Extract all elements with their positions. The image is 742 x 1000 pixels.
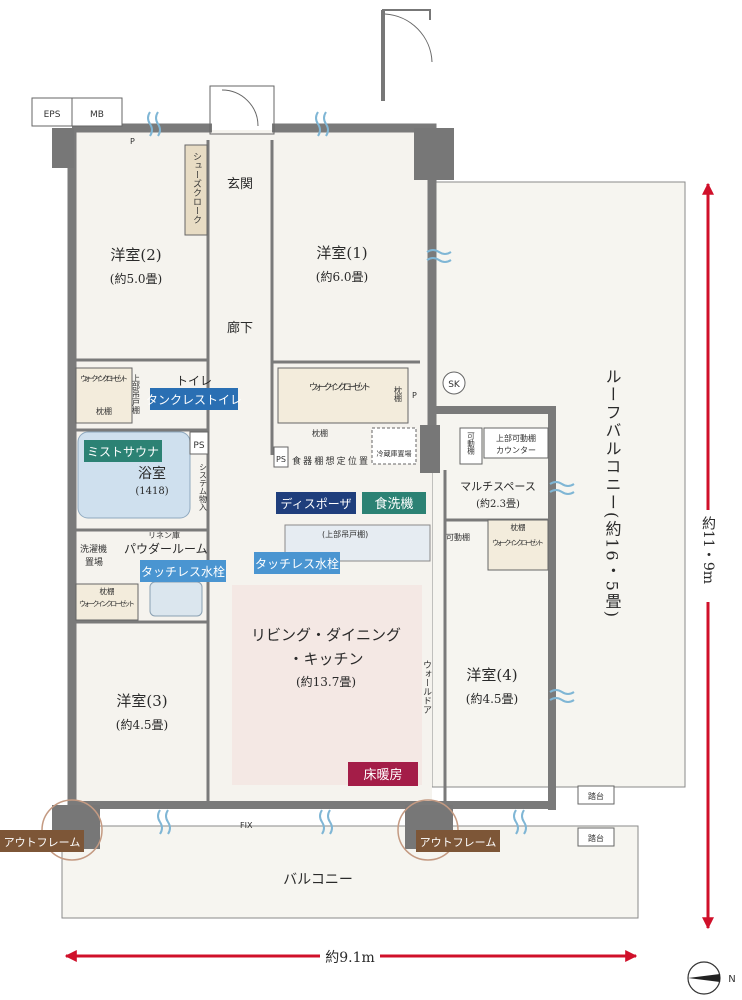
fridge-space	[371, 427, 417, 465]
washbasin	[149, 581, 203, 617]
shelf-label-4: 枕棚	[511, 522, 526, 532]
ldk-name-line1: リビング・ダイニング	[251, 626, 401, 644]
fix-label: FIX	[240, 821, 253, 830]
compass-north-icon: N	[728, 974, 735, 985]
linen-label: リネン庫	[148, 530, 180, 540]
ps-label-2: PS	[276, 455, 286, 464]
bath-name: 浴室	[138, 465, 166, 482]
wall-door-label: ウォールドア	[421, 660, 432, 714]
bedroom1-area: (約6.0畳)	[316, 269, 368, 284]
width-dimension-label: 約9.1m	[325, 950, 375, 966]
shelf-label-1: 枕棚	[312, 428, 328, 438]
mist-sauna-tag: ミストサウナ	[87, 445, 159, 459]
floor-heating-tag: 床暖房	[363, 767, 402, 783]
fridge-label: 冷蔵庫置場	[377, 449, 412, 458]
p-label-2: P	[412, 391, 417, 400]
system-storage-label: システム物入	[199, 463, 208, 511]
shelf-label-2: 枕棚	[96, 406, 112, 416]
upper-movable-label: 上部可動棚	[496, 433, 536, 443]
p-label-1: P	[130, 137, 135, 146]
bedroom3-area: (約4.5畳)	[116, 717, 168, 732]
touchless-faucet-tag-2: タッチレス水栓	[255, 556, 339, 571]
eps-mb-box	[31, 97, 123, 127]
ps-label-1: PS	[193, 441, 204, 451]
wic-bedroom2	[75, 367, 133, 424]
entrance-door-swing	[221, 89, 259, 127]
mb-label: MB	[90, 110, 104, 120]
wic-bedroom3	[75, 583, 139, 621]
counter-label: カウンター	[496, 446, 536, 455]
wic2-label: ウォークインクローゼット	[80, 373, 128, 383]
dish-rack-label: 食器棚想定位置	[292, 455, 368, 467]
wic-bedroom4	[487, 519, 549, 571]
ldk-floor-heating-area	[232, 585, 422, 785]
compass: N	[687, 961, 736, 995]
movable-shelf-label-1: 可動棚	[466, 432, 475, 456]
touchless-faucet-tag-1: タッチレス水栓	[141, 564, 225, 579]
bedroom4-area: (約4.5畳)	[466, 691, 518, 706]
bedroom1-name: 洋室(1)	[316, 244, 367, 262]
washer-label-1: 洗濯機	[80, 543, 107, 555]
shelf-label-3: 枕棚	[100, 586, 115, 596]
bath-size: (1418)	[135, 486, 168, 497]
toilet-label: トイレ	[176, 374, 212, 388]
out-frame-tag-2: アウトフレーム	[420, 836, 497, 849]
floor-areas	[61, 130, 686, 919]
column-mid-right	[420, 425, 440, 473]
balcony-label: バルコニー	[283, 872, 353, 888]
ldk-name-line2: ・キッチン	[288, 650, 363, 668]
wic3-label: ウォークインクローゼット	[79, 599, 135, 608]
bedroom2-area: (約5.0畳)	[110, 271, 162, 286]
roof-balcony-label: ルーフバルコニー(約16・5畳)	[603, 368, 622, 619]
dishwasher-tag: 食洗機	[374, 496, 413, 512]
wic-bedroom1	[277, 367, 409, 424]
wic4-label: ウォークインクローゼット	[492, 538, 544, 547]
shelf-label-1b: 枕棚	[394, 385, 403, 403]
tankless-toilet-tag: タンクレストイレ	[146, 393, 242, 407]
column-top-left	[52, 128, 74, 168]
multi-area: (約2.3畳)	[476, 497, 520, 510]
washer-label-2: 置場	[85, 556, 103, 568]
out-frame-tag-1: アウトフレーム	[4, 836, 81, 849]
upper-cabinet-kitchen-label: (上部吊戸棚)	[322, 529, 368, 539]
multi-name: マルチスペース	[460, 480, 536, 493]
powder-label: パウダールーム	[124, 541, 208, 556]
bedroom3-name: 洋室(3)	[116, 692, 167, 710]
eps-label: EPS	[44, 110, 61, 120]
wic1-label: ウォークインクローゼット	[309, 381, 371, 393]
column-top-right	[414, 128, 454, 180]
step-label-2: 踏台	[588, 833, 604, 843]
shoe-closet	[184, 144, 208, 236]
step-label-1: 踏台	[588, 791, 604, 801]
movable-shelf-label-2: 可動棚	[446, 532, 470, 542]
sk-circle	[442, 371, 466, 395]
disposer-tag: ディスポーザ	[281, 496, 352, 511]
height-dimension-label: 約11・9m	[700, 516, 716, 584]
corridor-label: 廊下	[227, 320, 253, 336]
upper-cabinet-label: 上部吊戸棚	[132, 374, 141, 415]
sk-label: SK	[448, 380, 461, 390]
bedroom2-name: 洋室(2)	[110, 246, 161, 264]
entrance-porch	[209, 85, 275, 135]
entrance-label: 玄関	[227, 177, 253, 192]
shoe-closet-label: シューズクローク	[191, 152, 202, 224]
ldk-area: (約13.7畳)	[296, 674, 356, 689]
ventilation-marks	[147, 111, 575, 835]
bedroom4-name: 洋室(4)	[466, 666, 517, 684]
